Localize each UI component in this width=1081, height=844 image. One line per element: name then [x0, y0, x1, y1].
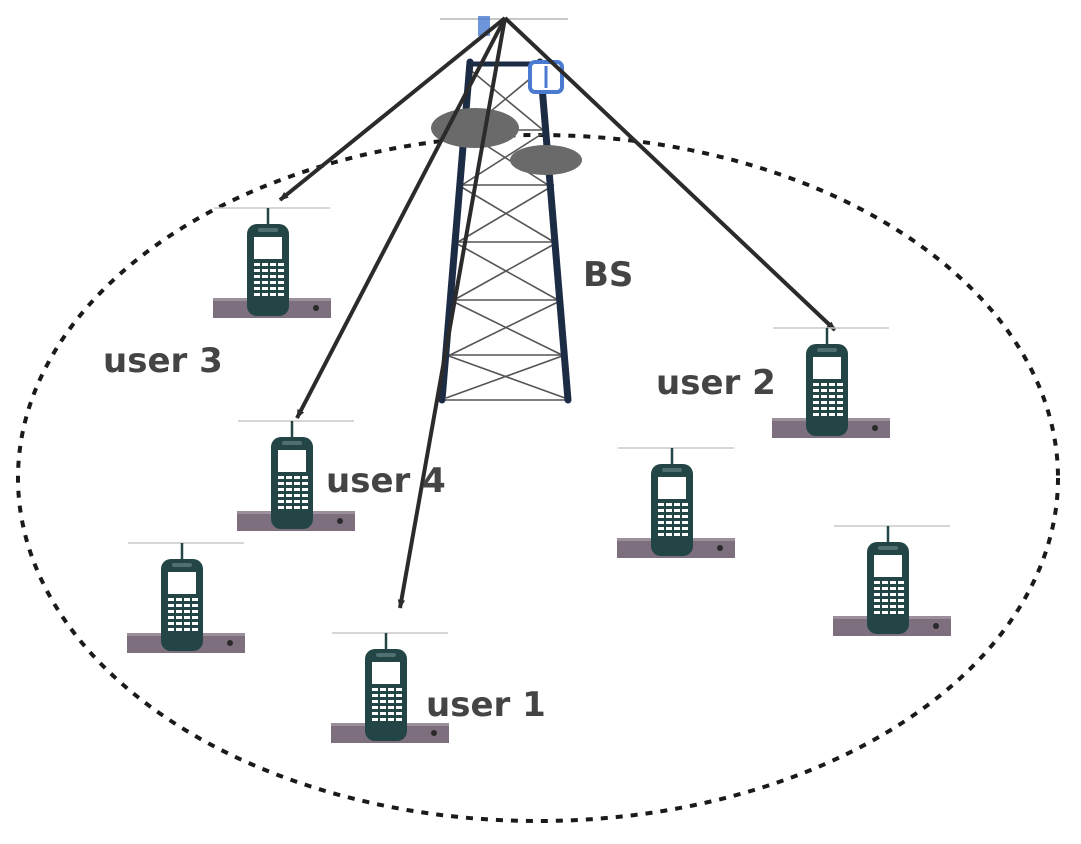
base-station-tower-icon — [431, 16, 582, 404]
phone-icon-user-3 — [211, 206, 333, 320]
transmission-arrows — [278, 16, 837, 609]
user-4-label: user 4 — [326, 461, 446, 501]
arrow-to-user-4 — [295, 17, 507, 419]
user-3-label: user 3 — [103, 341, 223, 381]
phone-icon-user-2 — [770, 326, 892, 440]
phone-icon-unlabeled-a — [125, 541, 247, 655]
user-2-label: user 2 — [656, 363, 776, 403]
antenna-dish-icon — [431, 108, 519, 148]
phone-icon-unlabeled-c — [831, 524, 953, 638]
antenna-dish-icon — [510, 145, 582, 175]
arrow-to-user-2 — [503, 16, 837, 332]
base-station-label: BS — [583, 255, 633, 295]
arrow-to-user-3 — [278, 16, 507, 202]
phone-icon-unlabeled-b — [615, 446, 737, 560]
arrow-to-user-1 — [397, 17, 507, 609]
coverage-boundary — [16, 133, 1060, 823]
user-1-label: user 1 — [426, 685, 546, 725]
